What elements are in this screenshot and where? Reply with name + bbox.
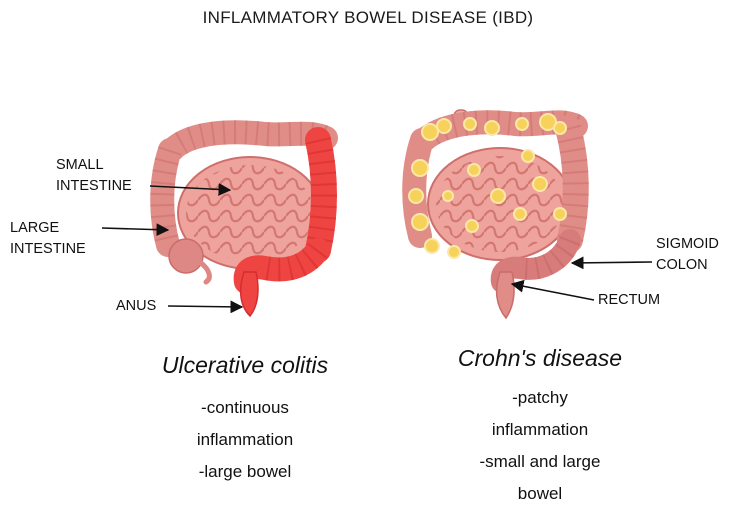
cd-rectum: [497, 272, 514, 318]
uc-desc-line: -continuous: [130, 392, 360, 424]
uc-ascending-colon: [162, 150, 170, 245]
uc-name: Ulcerative colitis: [110, 352, 380, 379]
crohns-intestine: [409, 110, 576, 318]
label-sigmoid-colon: SIGMOID COLON: [656, 234, 719, 276]
uc-desc-line: -large bowel: [130, 456, 360, 488]
uc-rectum: [241, 272, 258, 316]
arrow-sigmoid-colon: [572, 262, 652, 263]
crohns-description: -patchy inflammation -small and large bo…: [430, 382, 650, 510]
crohns-desc-line: -patchy: [430, 382, 650, 414]
crohns-desc-line: inflammation: [430, 414, 650, 446]
label-large-intestine: LARGE INTESTINE: [10, 218, 86, 260]
label-rectum: RECTUM: [598, 290, 660, 311]
uc-cecum: [169, 239, 203, 273]
uc-desc-line: inflammation: [130, 424, 360, 456]
uc-intestine: [162, 124, 326, 316]
label-small-intestine: SMALL INTESTINE: [56, 155, 132, 197]
crohns-desc-line: bowel: [430, 478, 650, 510]
label-anus: ANUS: [116, 296, 156, 317]
crohns-desc-line: -small and large: [430, 446, 650, 478]
uc-description: -continuous inflammation -large bowel: [130, 392, 360, 488]
crohns-name: Crohn's disease: [420, 345, 660, 372]
arrow-anus: [168, 306, 242, 307]
arrow-rectum: [512, 284, 594, 300]
